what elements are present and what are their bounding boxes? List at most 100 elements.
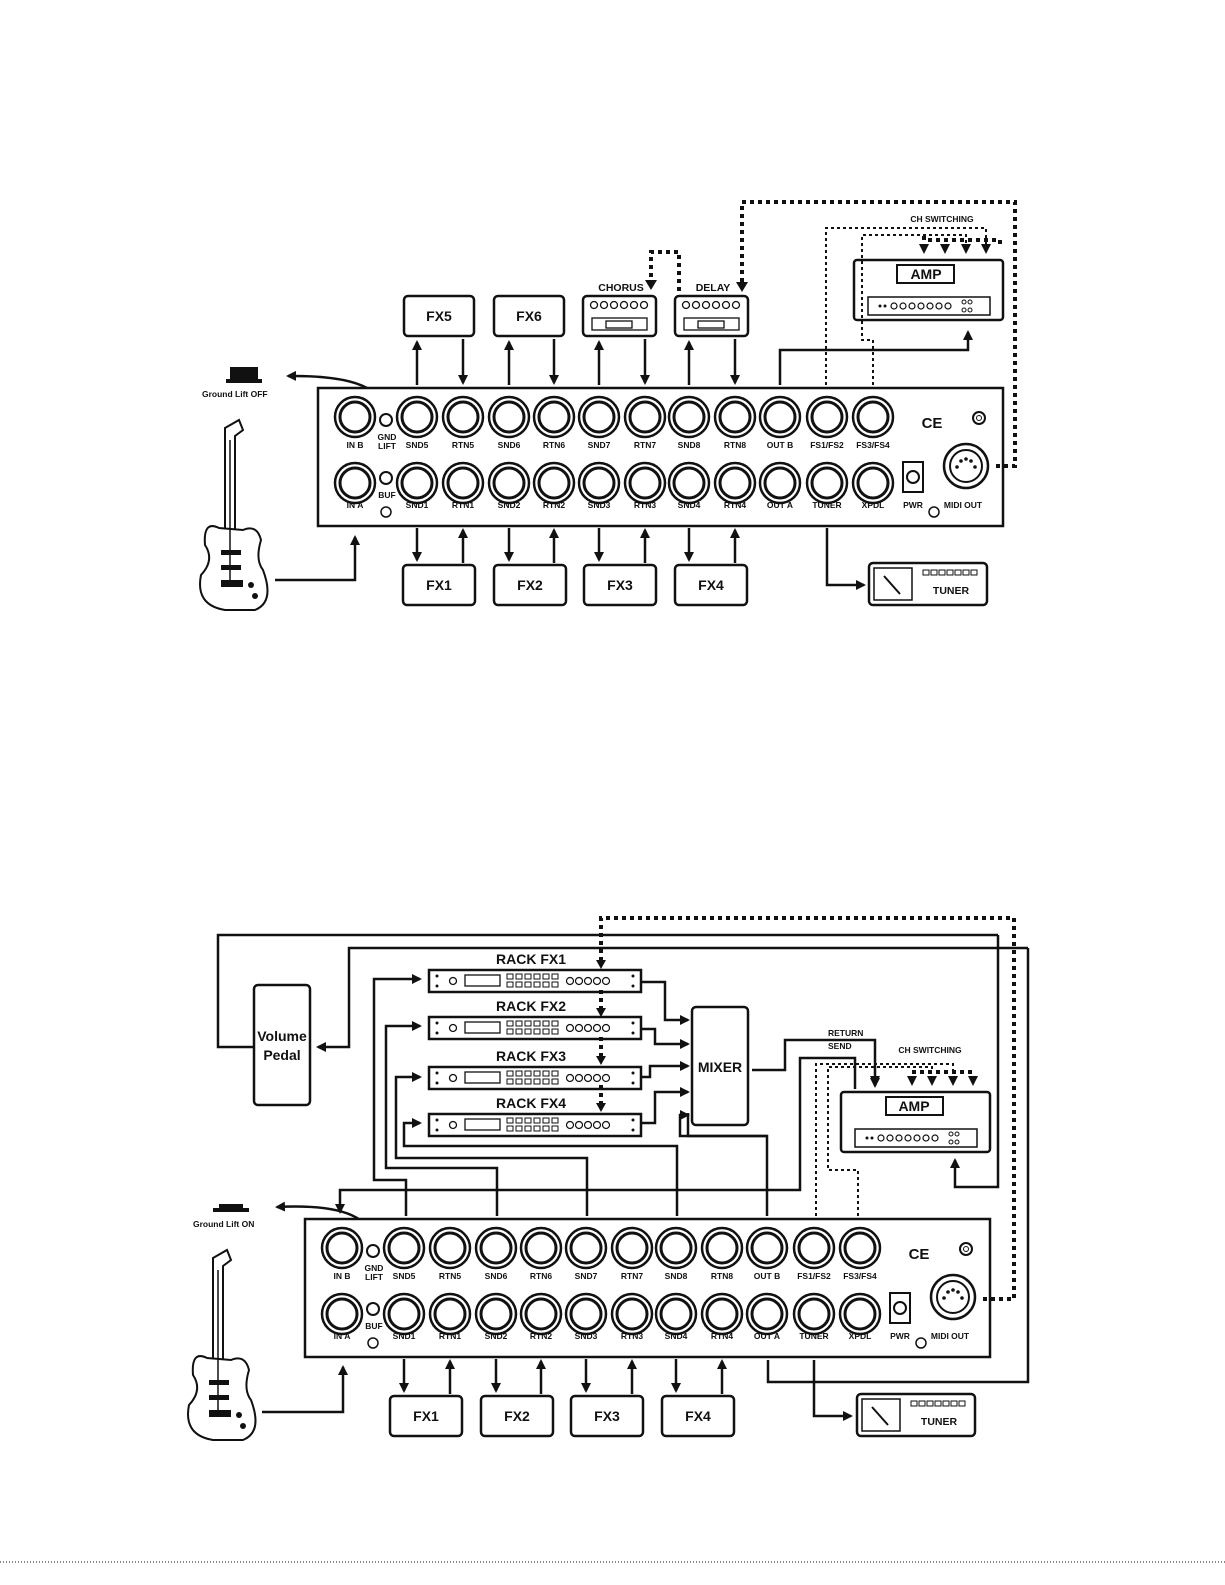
fx1-label-2: FX1 (413, 1408, 439, 1424)
d1-jack-label: RTN5 (452, 440, 474, 450)
fx6-box (492, 294, 566, 338)
d2-jack-ring (569, 1231, 603, 1265)
d1-jack-ring (718, 466, 752, 500)
d1-jack-ring (672, 400, 706, 434)
d2-jack-ring (843, 1231, 877, 1265)
fx2-box (492, 563, 568, 607)
d1-jack-ring (400, 466, 434, 500)
d2-pwr-label: PWR (890, 1331, 910, 1341)
d1-buf-led (379, 471, 393, 485)
d2-jack-label: IN A (334, 1331, 351, 1341)
d2-jack-label: TUNER (799, 1331, 828, 1341)
fx3-box-2 (569, 1394, 645, 1438)
d1-jack-label: SND5 (406, 440, 429, 450)
ground-lift-label-2: Ground Lift ON (193, 1219, 254, 1229)
d1-midi-out-label: MIDI OUT (944, 500, 983, 510)
d1-jack-ring (763, 400, 797, 434)
d1-jack-label: IN B (347, 440, 364, 450)
d2-jack-ring (433, 1297, 467, 1331)
d2-jack-ring (797, 1231, 831, 1265)
d2-jack-ring (705, 1231, 739, 1265)
fx1-label: FX1 (426, 577, 452, 593)
d2-ce-mark: CE (909, 1246, 930, 1263)
fx3-label-2: FX3 (594, 1408, 620, 1424)
amp-label: AMP (910, 266, 941, 282)
d2-jack-label: RTN5 (439, 1271, 461, 1281)
chorus-label: CHORUS (598, 282, 644, 294)
d2-buf-led (366, 1302, 380, 1316)
amp-label-2: AMP (898, 1098, 929, 1114)
d2-gnd-label-2: LIFT (365, 1272, 384, 1282)
ch-switching-label: CH SWITCHING (910, 214, 974, 224)
d1-screw-br (928, 506, 940, 518)
d2-jack-ring (797, 1297, 831, 1331)
d1-screw (380, 506, 392, 518)
fx2-label: FX2 (517, 577, 543, 593)
d1-jack-label: SND1 (406, 500, 429, 510)
ground-lift-label: Ground Lift OFF (202, 389, 268, 399)
d2-jack-label: SND1 (393, 1331, 416, 1341)
ground-lift-switch-icon (230, 367, 258, 381)
d2-jack-ring (659, 1297, 693, 1331)
fx5-box (402, 294, 476, 338)
d2-jack-ring (524, 1231, 558, 1265)
d2-screw-br (915, 1337, 927, 1349)
d2-jack-label: RTN2 (530, 1331, 552, 1341)
d2-jack-label: FS1/FS2 (797, 1271, 831, 1281)
d1-gnd-label-1: GND (378, 432, 397, 442)
d2-jack-ring (659, 1231, 693, 1265)
d1-jack-ring (582, 466, 616, 500)
fx4-label: FX4 (698, 577, 724, 593)
d1-jack-ring (810, 466, 844, 500)
volume-pedal-label-1: Volume (257, 1028, 307, 1044)
d1-jack-ring (628, 400, 662, 434)
d1-jack-label: SND6 (498, 440, 521, 450)
d2-jack-label: RTN7 (621, 1271, 643, 1281)
d2-jack-label: SND5 (393, 1271, 416, 1281)
d2-jack-label: RTN6 (530, 1271, 552, 1281)
d2-jack-ring (705, 1297, 739, 1331)
d2-jack-label: SND4 (665, 1331, 688, 1341)
d1-jack-label: SND3 (588, 500, 611, 510)
d2-jack-ring (325, 1297, 359, 1331)
fx1-box (401, 563, 477, 607)
volume-pedal-box (252, 983, 312, 1107)
d2-jack-label: RTN4 (711, 1331, 733, 1341)
d2-jack-ring (524, 1297, 558, 1331)
d1-pwr-label: PWR (903, 500, 923, 510)
d1-jack-label: FS1/FS2 (810, 440, 844, 450)
delay-label: DELAY (696, 282, 731, 294)
d1-jack-label: SND8 (678, 440, 701, 450)
d1-jack-label: FS3/FS4 (856, 440, 890, 450)
d1-jack-ring (628, 466, 662, 500)
guitar-icon-2 (187, 1248, 257, 1441)
d2-jack-ring (325, 1231, 359, 1265)
d1-jack-label: XPDL (862, 500, 885, 510)
return-label: RETURN (828, 1028, 863, 1038)
d1-gnd-lift-led (379, 413, 393, 427)
rack-fx2-label: RACK FX2 (496, 998, 566, 1014)
d1-jack-ring (492, 400, 526, 434)
d2-jack-ring (479, 1231, 513, 1265)
d1-jack-ring (338, 466, 372, 500)
d1-jack-ring (446, 466, 480, 500)
d1-jack-ring (537, 400, 571, 434)
d1-jack-label: RTN2 (543, 500, 565, 510)
d2-jack-label: SND7 (575, 1271, 598, 1281)
d2-jack-label: RTN8 (711, 1271, 733, 1281)
d1-jack-label: RTN6 (543, 440, 565, 450)
send-label: SEND (828, 1041, 852, 1051)
tuner-label: TUNER (933, 585, 970, 597)
d2-jack-ring (569, 1297, 603, 1331)
d1-jack-ring (856, 466, 890, 500)
d1-jack-ring (810, 400, 844, 434)
d1-jack-ring (400, 400, 434, 434)
d2-jack-ring (750, 1231, 784, 1265)
d1-jack-ring (537, 466, 571, 500)
d1-jack-ring (856, 400, 890, 434)
